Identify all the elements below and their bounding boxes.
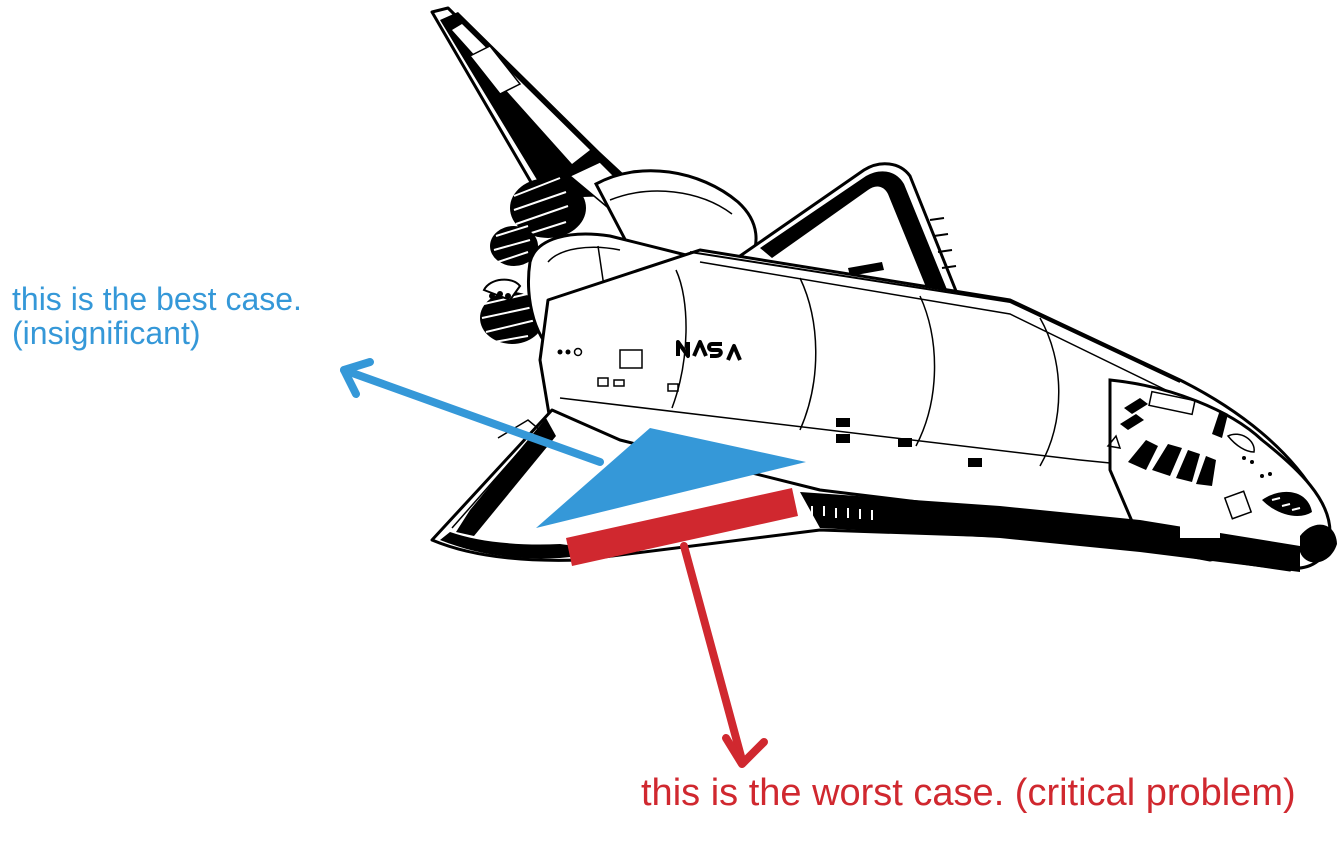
worst-case-arrowhead — [726, 738, 764, 764]
best-case-label-line1: this is the best case. — [12, 283, 302, 317]
worst-case-label: this is the worst case. (critical proble… — [641, 774, 1296, 814]
worst-case-arrow — [684, 546, 742, 760]
best-case-label-line2: (insignificant) — [12, 317, 302, 351]
best-case-label: this is the best case. (insignificant) — [12, 283, 302, 350]
